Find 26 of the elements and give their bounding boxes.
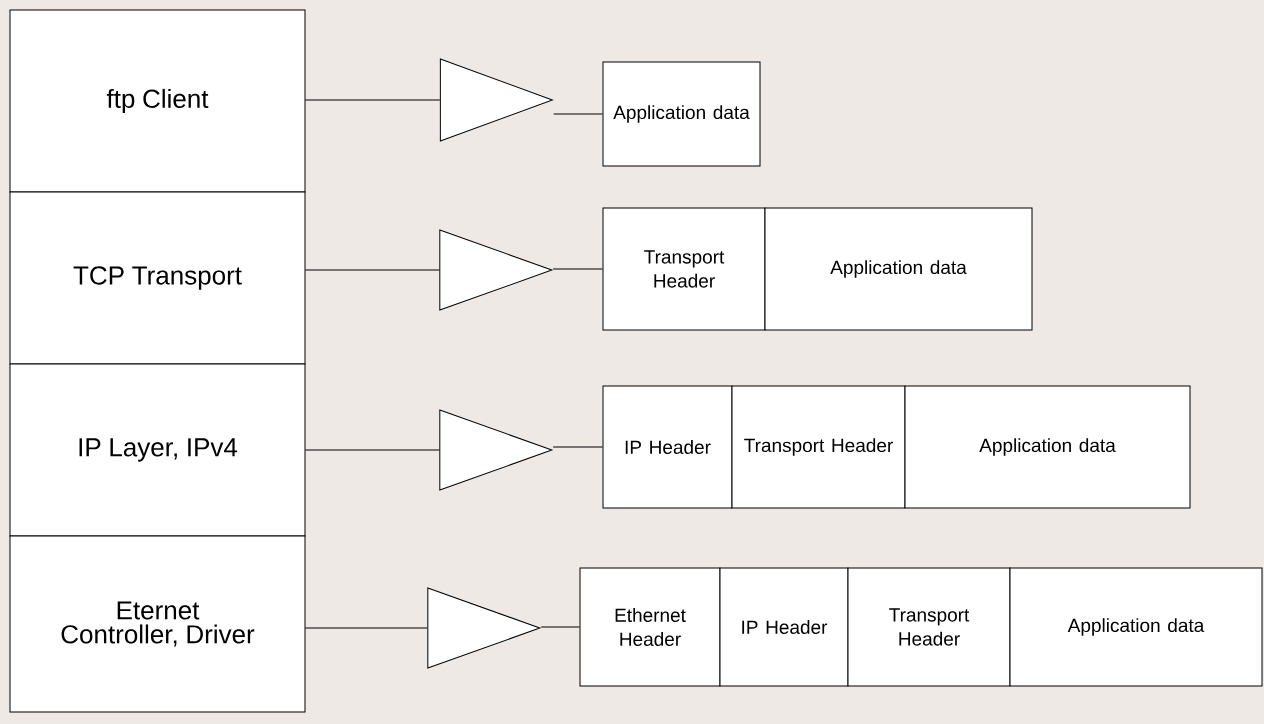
layer-box: ftp Client: [9, 9, 306, 193]
connector-line: [540, 626, 580, 628]
layer-box: Eternet Controller, Driver: [9, 535, 306, 713]
packet-field: Application data: [1009, 567, 1263, 687]
layer-box: TCP Transport: [9, 191, 306, 365]
connector-line: [305, 269, 440, 271]
triangle: [439, 229, 553, 311]
packet-field: Application data: [904, 385, 1191, 509]
connector-line: [552, 268, 603, 270]
packet-field: Application data: [764, 207, 1033, 331]
packet-field: Transport Header: [847, 567, 1011, 687]
triangle: [427, 587, 541, 669]
packet-field: IP Header: [602, 385, 733, 509]
connector-line: [552, 446, 603, 448]
packet-field: Transport Header: [602, 207, 766, 331]
triangle: [439, 58, 553, 142]
connector-line: [305, 449, 440, 451]
packet-field: Application data: [602, 61, 761, 167]
packet-field: IP Header: [719, 567, 849, 687]
triangle: [439, 409, 553, 491]
connector-line: [305, 99, 441, 101]
packet-field: Transport Header: [731, 385, 906, 509]
packet-field: Ethernet Header: [579, 567, 721, 687]
layer-box: IP Layer, IPv4: [9, 363, 306, 537]
connector-line: [553, 113, 603, 115]
connector-line: [305, 627, 428, 629]
